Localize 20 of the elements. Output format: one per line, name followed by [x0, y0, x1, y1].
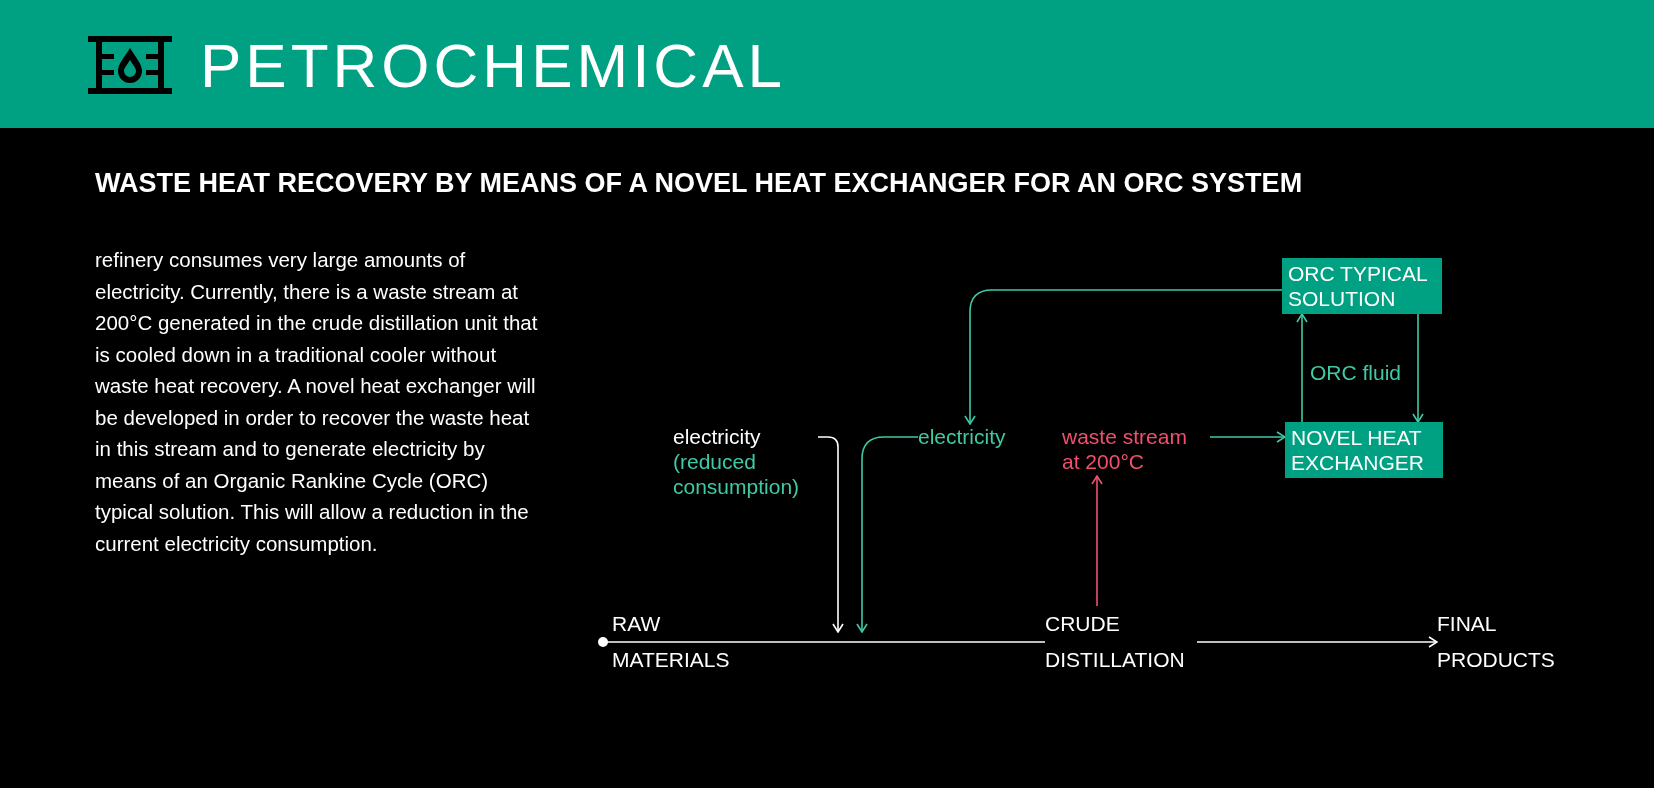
arrow — [1296, 313, 1308, 423]
connector-line — [598, 637, 1046, 647]
flow-note: (reduced consumption) — [673, 449, 801, 499]
diagram-title: WASTE HEAT RECOVERY BY MEANS OF A NOVEL HEAT EXCHANGER FOR AN ORC SYSTEM — [95, 167, 1303, 200]
flow-text: electricity — [673, 424, 762, 449]
arrow — [1196, 636, 1438, 648]
arrow — [964, 289, 1283, 425]
stage-text: CRUDE DISTILLATION — [1045, 606, 1197, 678]
stage-text: RAW MATERIALS — [612, 606, 737, 678]
description-paragraph: refinery consumes very large amounts of electricity. Currently, there is a waste stream at 200°C generated in the crude distillation unit that is cooled down in a traditional cooler without waste heat recovery. A novel heat exchanger will be developed in order to recover the waste heat in this stream and to generate electricity by means of an Organic Rankine Cycle (ORC) typical solution. This will allow a reduction in the current electricity consumption. — [95, 247, 539, 557]
arrow — [1209, 431, 1286, 443]
flow-text: waste stream at 200°C — [1062, 424, 1210, 474]
process-box: ORC TYPICAL SOLUTION — [1282, 258, 1442, 314]
flow-text: electricity — [918, 424, 1024, 449]
stage-text: FINAL PRODUCTS — [1437, 606, 1562, 678]
arrow — [1412, 313, 1424, 423]
arrow — [1091, 475, 1103, 607]
arrow — [856, 436, 919, 633]
process-box: NOVEL HEAT EXCHANGER — [1285, 422, 1443, 478]
header-title: PETROCHEMICAL — [200, 30, 786, 102]
